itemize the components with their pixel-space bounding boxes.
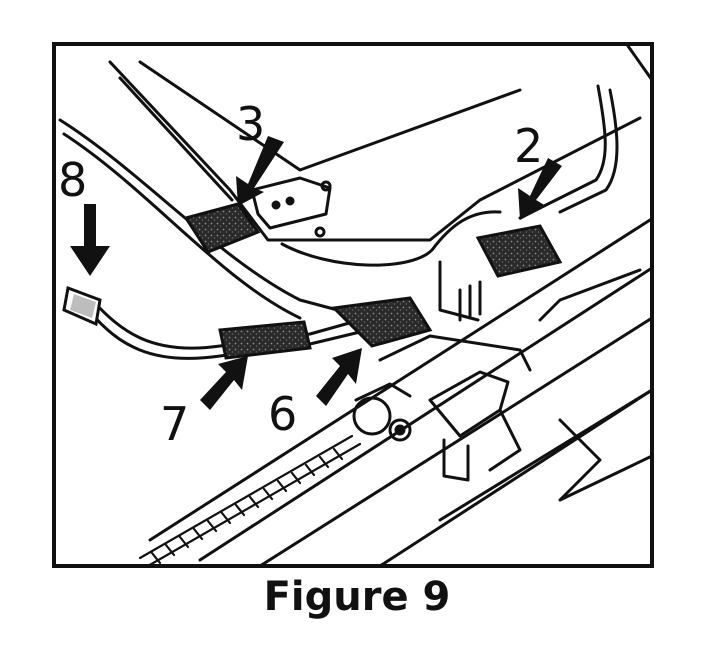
arrow-3 <box>236 136 284 206</box>
figure-caption: Figure 9 <box>263 574 451 620</box>
main-rail <box>148 218 652 542</box>
bracket-plate <box>250 176 332 230</box>
callout-label-8: 8 <box>58 153 87 207</box>
felt-pad-3 <box>183 202 261 254</box>
housing-plate-edge <box>108 60 642 242</box>
callout-label-7: 7 <box>160 397 189 451</box>
housing-plate-inner <box>118 76 234 202</box>
callout-label-6: 6 <box>268 387 297 441</box>
slider-block <box>428 370 510 438</box>
callout-label-3: 3 <box>236 97 265 151</box>
cable-felt-wrap-7 <box>218 320 312 360</box>
coil-spring <box>138 434 362 566</box>
arrow-8 <box>70 204 110 276</box>
arrow-2 <box>518 158 562 220</box>
cable <box>90 298 362 350</box>
housing-top-edge <box>138 60 522 172</box>
felt-pad-2 <box>475 224 563 278</box>
roller <box>352 396 392 436</box>
arrow-6 <box>316 348 362 406</box>
arrow-7 <box>200 356 248 410</box>
housing-recess <box>280 210 502 267</box>
callout-label-2: 2 <box>514 119 543 173</box>
felt-pad-6 <box>330 296 433 348</box>
